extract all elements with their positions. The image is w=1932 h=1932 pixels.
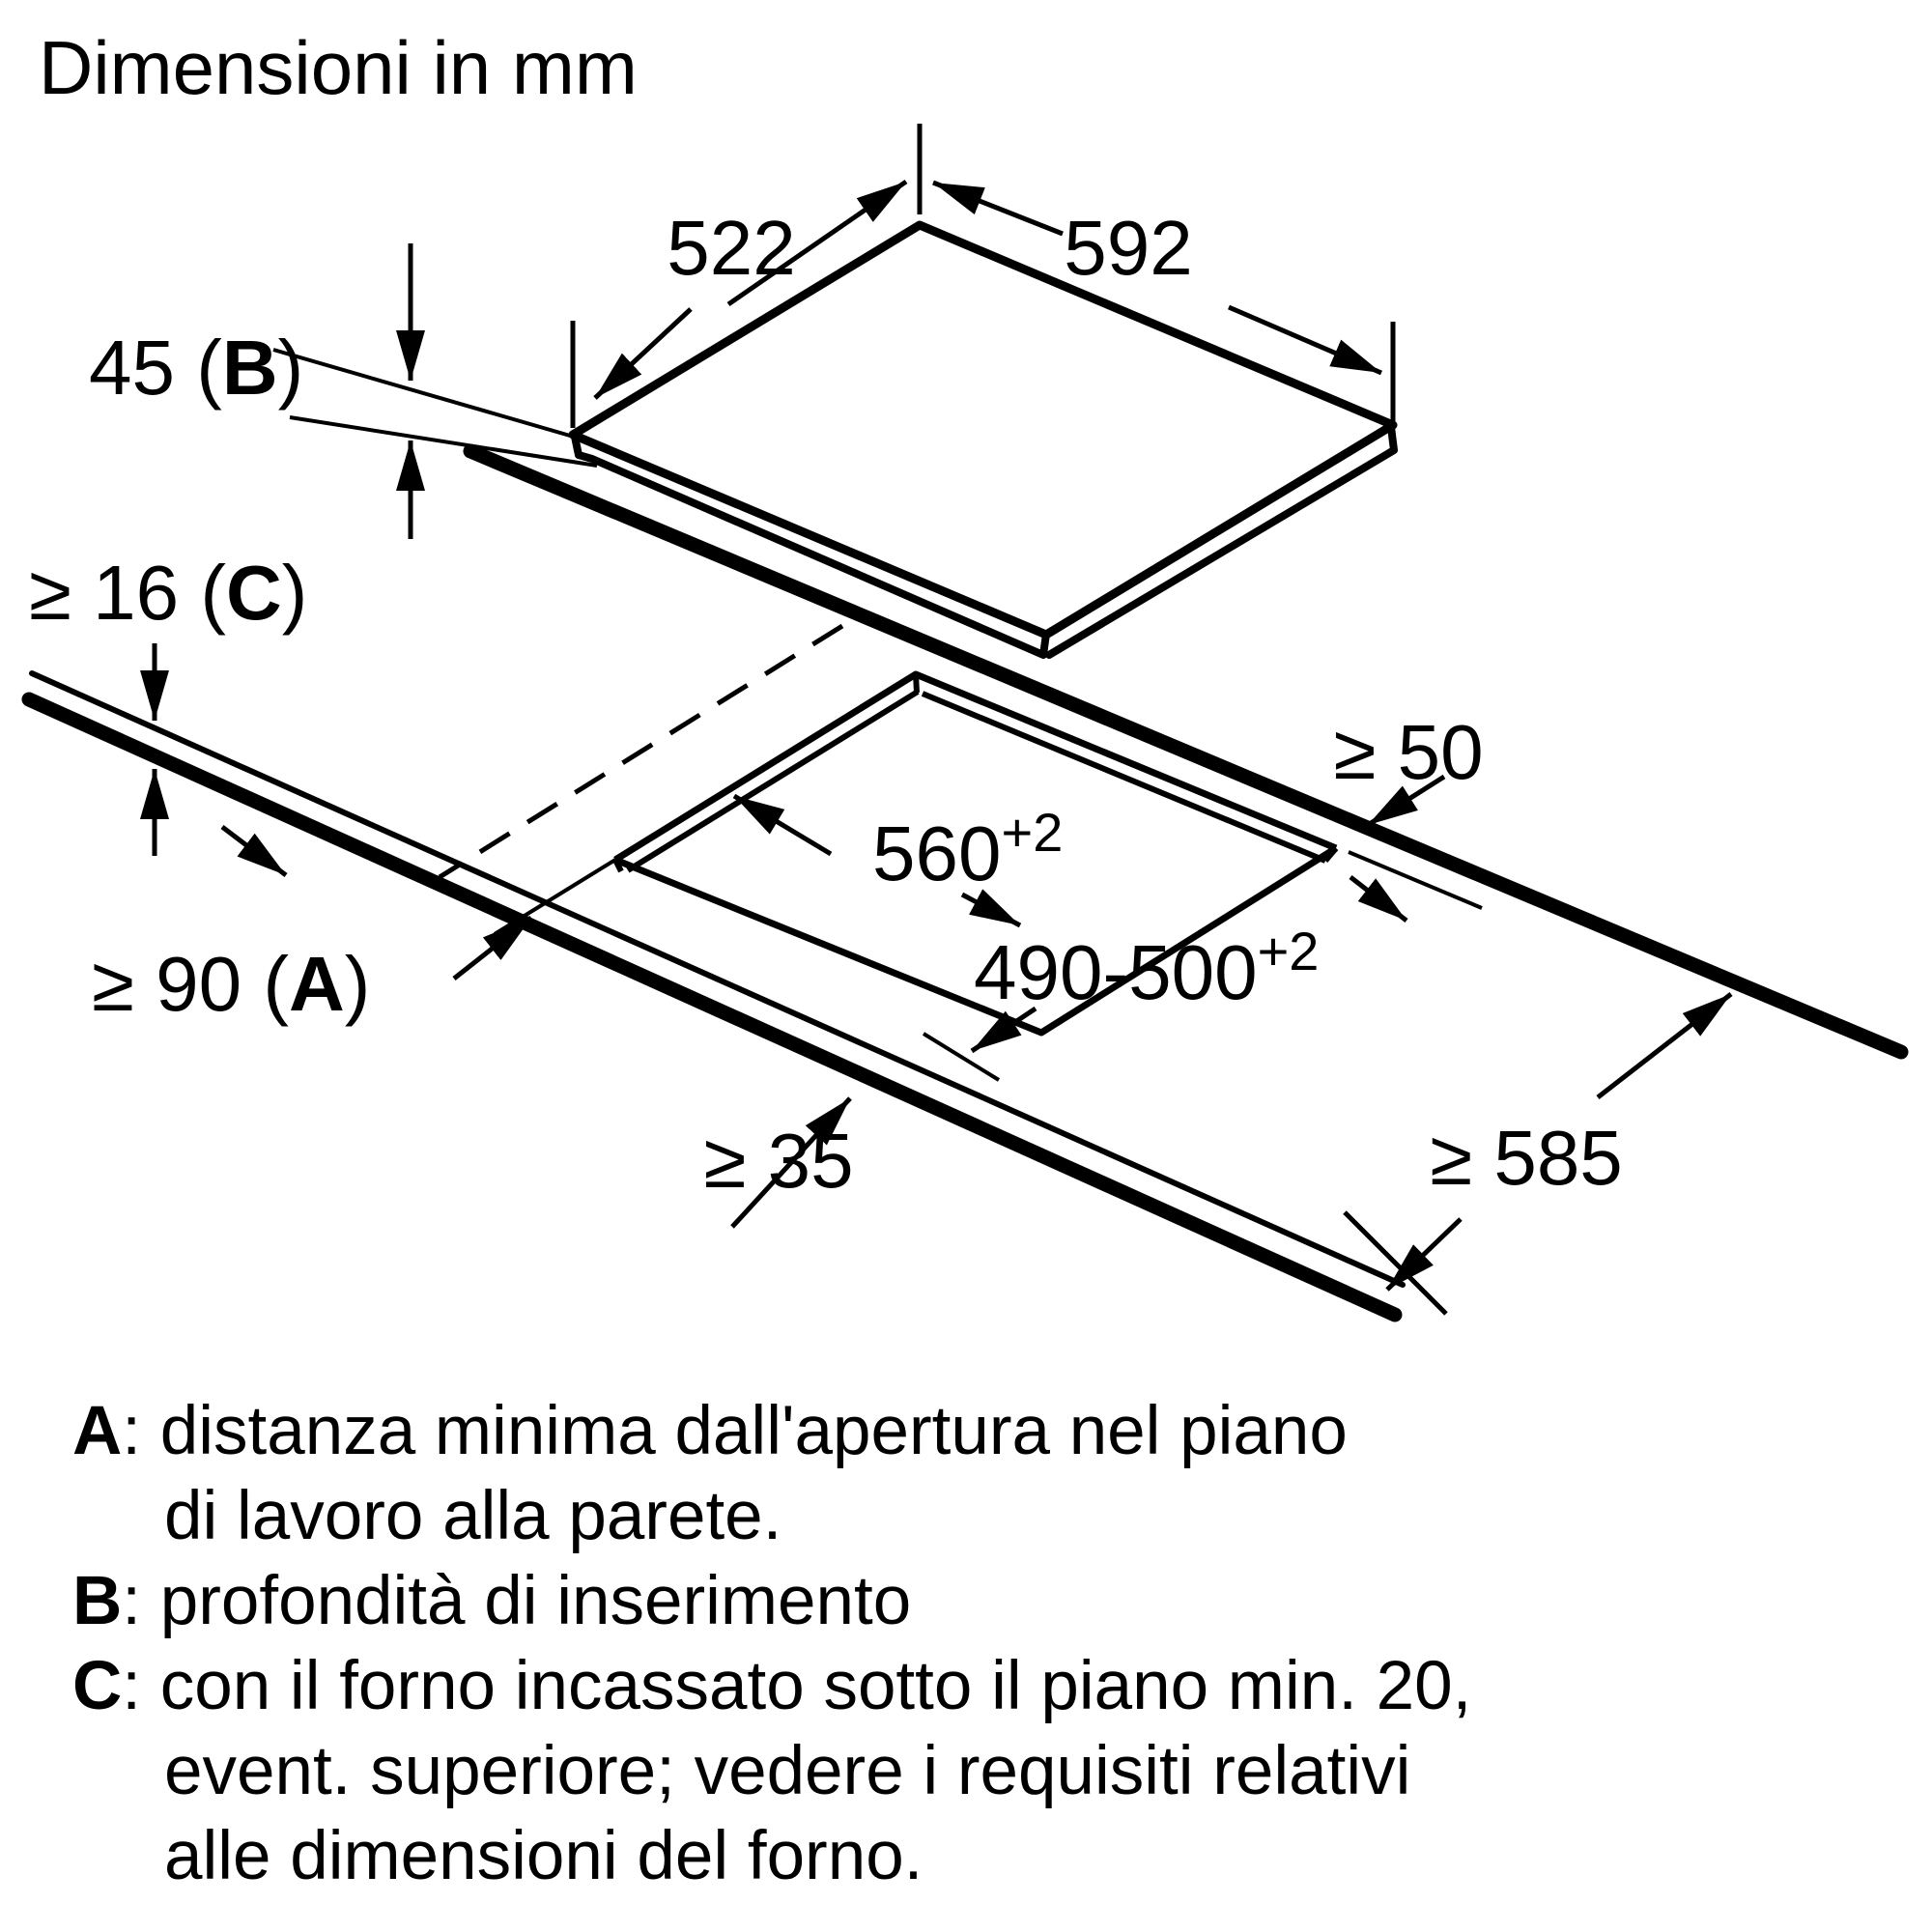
dim-16C-label: ≥ 16 (C) <box>29 550 307 636</box>
legend-item-B: B: profondità di inserimento <box>72 1563 912 1639</box>
dim-45-B: 45 (B) <box>89 243 598 539</box>
legend-item-A: A: distanza minima dall'apertura nel pia… <box>72 1393 1348 1469</box>
dim-45B-label: 45 (B) <box>89 325 303 411</box>
dim-50-label: ≥ 50 <box>1333 709 1483 795</box>
legend-item-C: C: con il forno incassato sotto il piano… <box>72 1648 1472 1724</box>
dim-90A-label: ≥ 90 (A) <box>92 941 370 1027</box>
dim-585: ≥ 585 <box>1343 992 1733 1316</box>
legend-item-A-cont: di lavoro alla parete. <box>164 1478 782 1554</box>
legend: A: distanza minima dall'apertura nel pia… <box>72 1389 1471 1899</box>
cooktop <box>568 220 1398 659</box>
page-title: Dimensioni in mm <box>39 25 638 110</box>
worktop-cutout <box>612 670 1339 1037</box>
dim-522-label: 522 <box>667 205 795 291</box>
dim-35-label: ≥ 35 <box>703 1118 853 1204</box>
dim-90-A: ≥ 90 (A) <box>92 825 617 1027</box>
dim-560-label: 560+2 <box>872 802 1063 896</box>
dim-522-592: 522 592 <box>570 124 1396 429</box>
legend-item-C-cont1: event. superiore; vedere i requisiti rel… <box>164 1733 1411 1809</box>
dim-50: ≥ 50 <box>1333 709 1484 828</box>
worktop-back-edge <box>463 443 1909 1060</box>
dim-16-C: ≥ 16 (C) <box>29 550 307 856</box>
projection-dashed-line <box>438 623 844 880</box>
dim-490-500-label: 490-500+2 <box>974 921 1319 1015</box>
legend-item-C-cont2: alle dimensioni del forno. <box>164 1818 923 1894</box>
dim-35: ≥ 35 <box>703 1096 854 1229</box>
dim-592-label: 592 <box>1064 205 1192 291</box>
worktop-front-edge <box>21 670 1406 1322</box>
dim-585-label: ≥ 585 <box>1430 1115 1623 1201</box>
dim-560: 560+2 <box>732 793 1063 928</box>
dim-490-500: 490-500+2 <box>922 850 1483 1082</box>
